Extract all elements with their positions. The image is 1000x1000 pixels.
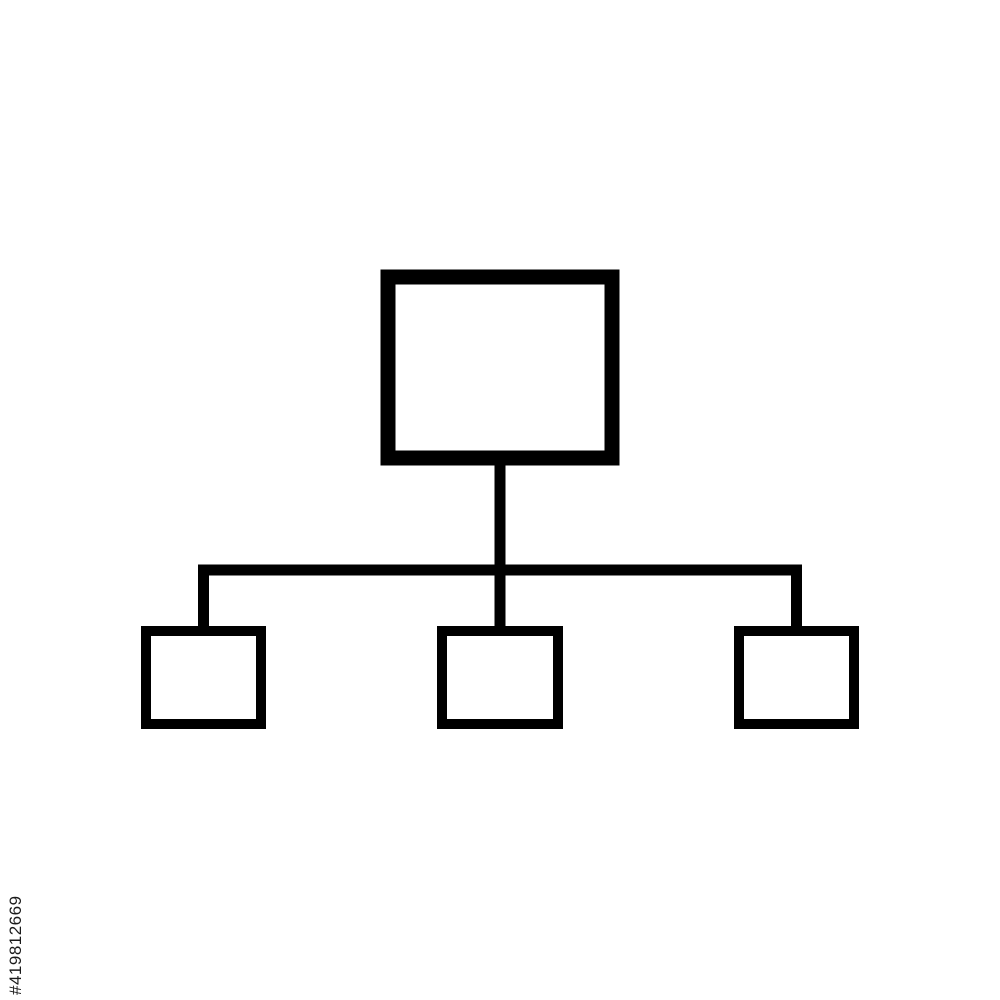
child-node-left [141,626,266,729]
child-node-right [734,626,859,729]
stock-id-watermark: #419812669 [6,895,25,995]
root-node [380,269,620,466]
child-node-middle [437,626,563,729]
